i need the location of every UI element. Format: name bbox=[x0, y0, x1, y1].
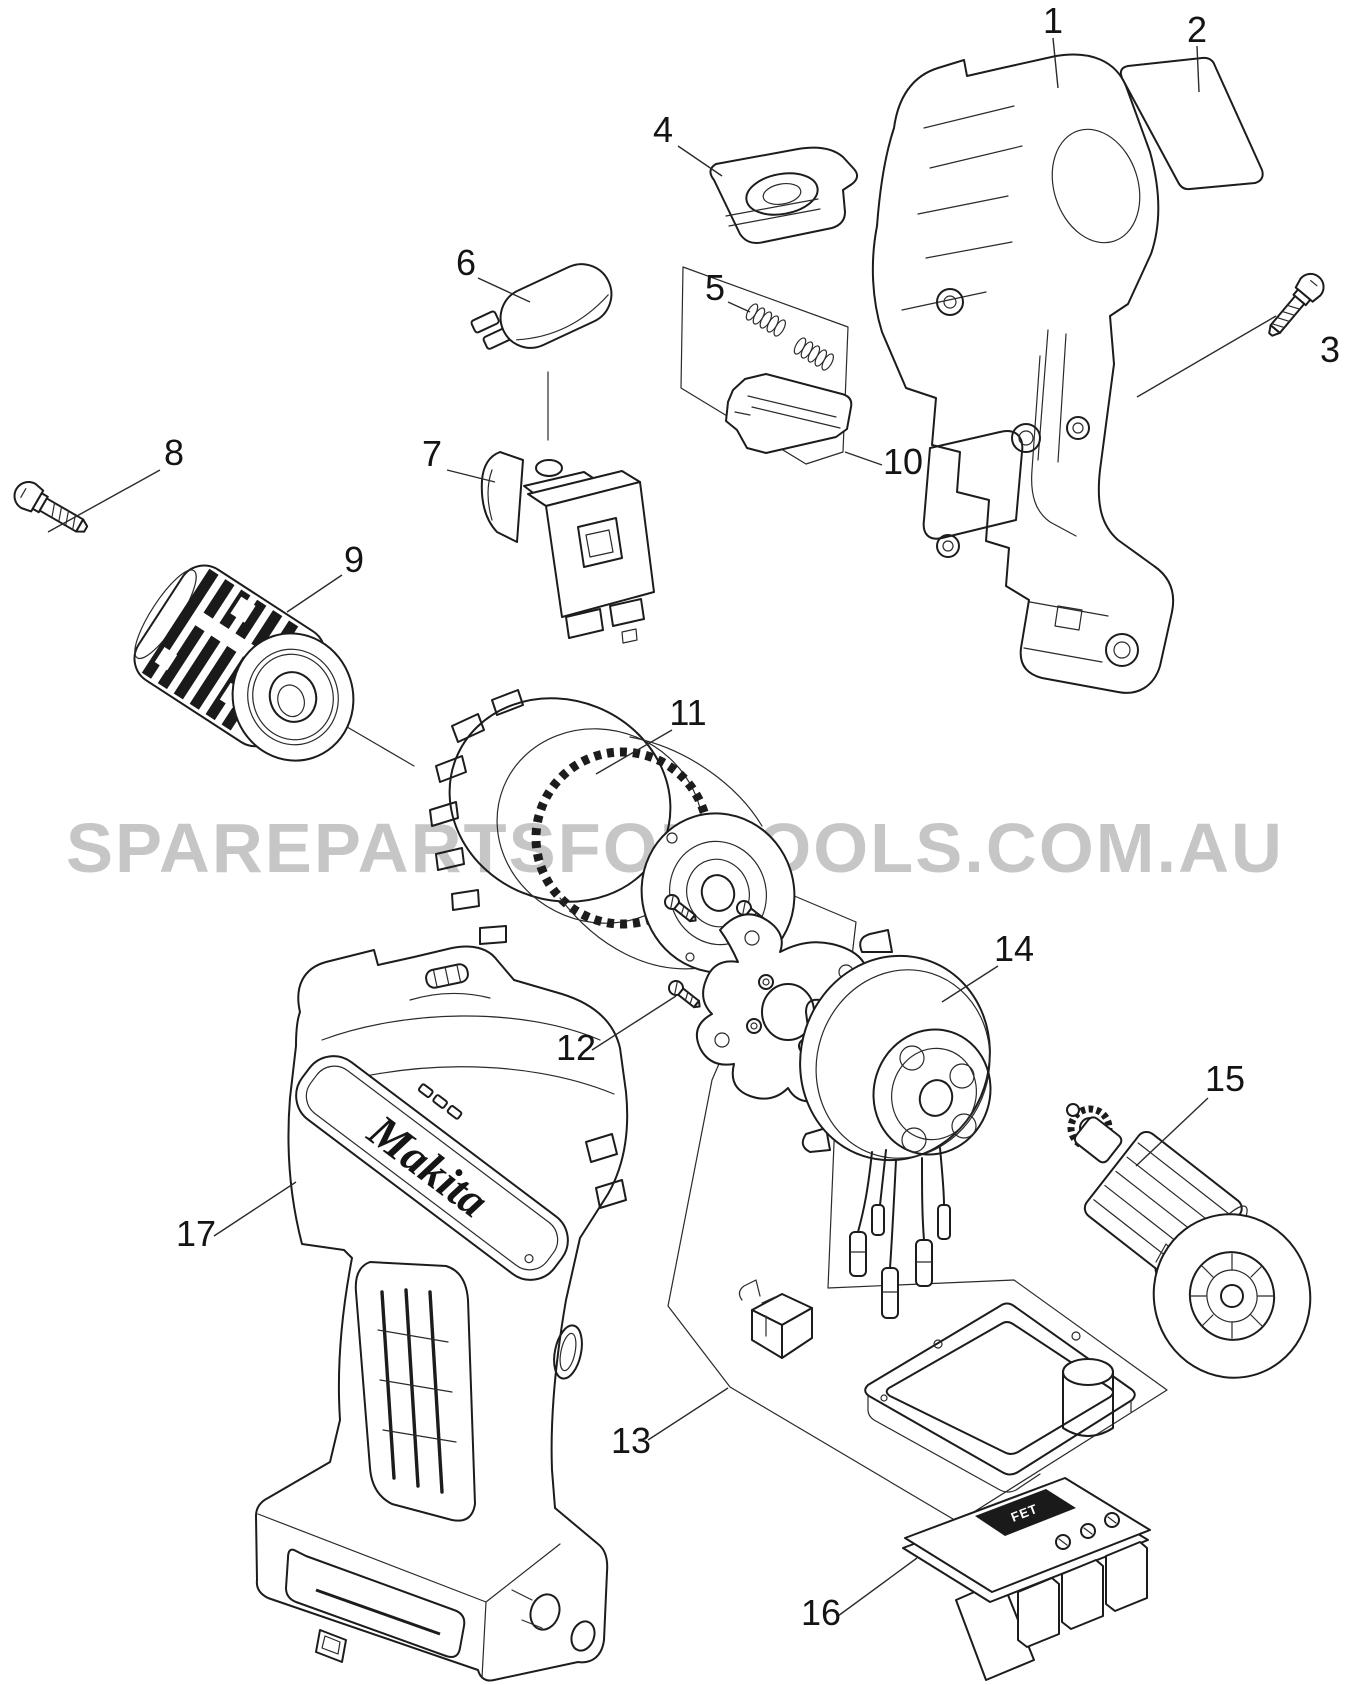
part-7-leader bbox=[446, 469, 496, 483]
part-label-2: 2 bbox=[1187, 9, 1207, 50]
part-label-17: 17 bbox=[176, 1213, 216, 1254]
part-4-switch-cover bbox=[709, 146, 858, 244]
part-16-leader bbox=[837, 1557, 918, 1617]
part-17-leader bbox=[213, 1181, 297, 1237]
part-6-button bbox=[470, 263, 613, 350]
part-label-10: 10 bbox=[883, 441, 923, 482]
part-16-controller: FET bbox=[902, 1477, 1151, 1681]
part-label-9: 9 bbox=[344, 539, 364, 580]
part-14-leader bbox=[941, 965, 999, 1003]
part-label-16: 16 bbox=[801, 1592, 841, 1633]
part-label-11: 11 bbox=[669, 692, 706, 733]
part-4-leader bbox=[677, 145, 723, 177]
part-8-screw bbox=[13, 481, 89, 533]
part-label-5: 5 bbox=[705, 267, 725, 308]
leader-lines bbox=[47, 37, 1277, 1617]
part-label-12: 12 bbox=[556, 1027, 596, 1068]
part-2-leader bbox=[1196, 45, 1200, 93]
part-label-3: 3 bbox=[1320, 329, 1340, 370]
part-10-leader bbox=[844, 451, 883, 466]
part-11-leader bbox=[595, 729, 673, 775]
part-6-leader bbox=[477, 277, 531, 303]
part-13-leader bbox=[647, 1387, 729, 1441]
part-15-rotor bbox=[1066, 1103, 1312, 1379]
part-13-connector-and-tray bbox=[738, 1279, 1136, 1493]
part-5-leader bbox=[727, 301, 751, 313]
part-8-leader bbox=[47, 469, 161, 533]
part-label-1: 1 bbox=[1043, 0, 1063, 41]
part-label-6: 6 bbox=[456, 242, 476, 283]
part-label-13: 13 bbox=[611, 1420, 651, 1461]
part-17-front-housing: Makita bbox=[255, 945, 629, 1682]
fet-chip: FET bbox=[975, 1489, 1076, 1536]
part-7-trigger-switch bbox=[480, 451, 655, 644]
handle-grip bbox=[354, 1261, 476, 1522]
part-15-leader bbox=[1135, 1097, 1209, 1167]
part-label-14: 14 bbox=[994, 928, 1034, 969]
part-number-labels: 1 2 3 4 5 6 7 8 9 10 11 12 13 14 15 16 1… bbox=[164, 0, 1340, 1633]
part-3-screw bbox=[1268, 272, 1325, 337]
part-label-8: 8 bbox=[164, 432, 184, 473]
part-12-leader bbox=[591, 995, 677, 1051]
part-5-springs-and-lever bbox=[725, 303, 853, 454]
speed-selector-knob bbox=[425, 963, 469, 989]
part-label-15: 15 bbox=[1205, 1058, 1245, 1099]
part-2-label-sticker bbox=[1119, 56, 1264, 191]
part-label-7: 7 bbox=[422, 433, 442, 474]
part-1-leader bbox=[1052, 37, 1059, 89]
kit-panel-10 bbox=[680, 266, 849, 465]
part-14-stator bbox=[799, 929, 992, 1319]
part-9-leader bbox=[286, 574, 343, 613]
part-3-leader bbox=[1136, 315, 1277, 398]
part-9-chuck bbox=[133, 564, 355, 762]
assembly-line-9-11 bbox=[341, 723, 415, 767]
part-1-rear-housing bbox=[871, 53, 1175, 694]
part-label-4: 4 bbox=[653, 109, 673, 150]
